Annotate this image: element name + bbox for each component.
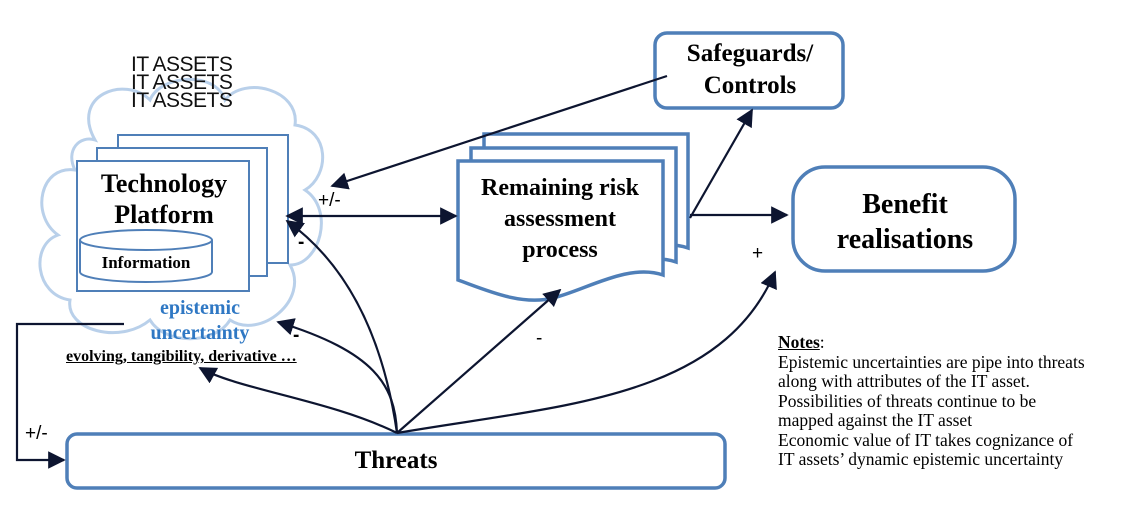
notes-heading-colon: : — [819, 332, 825, 352]
risk-line2: assessment — [504, 206, 616, 232]
notes-heading: Notes — [778, 332, 820, 352]
notes-line: mapped against the IT asset — [778, 410, 973, 430]
threats-box: Threats — [354, 447, 438, 474]
benefit-box: Benefit realisations — [795, 187, 1015, 257]
benefit-line1: Benefit — [862, 189, 948, 220]
safeguards-box: Safeguards/ Controls — [657, 38, 843, 102]
database-icon — [79, 229, 213, 283]
tech-platform-title-line2: Platform — [114, 200, 214, 229]
arrow-threats-to-attributes — [198, 367, 398, 434]
sign-minus-risk: - — [536, 328, 543, 349]
it-assets-label-2: IT ASSETS — [131, 71, 233, 94]
notes-line: Possibilities of threats continue to be — [778, 390, 1037, 411]
notes-line: Economic value of IT takes cognizance of — [778, 429, 1074, 450]
notes-line: IT assets’ dynamic epistemic uncertainty — [778, 449, 1064, 469]
notes-block: Notes: Epistemic uncertainties are pipe … — [778, 332, 1085, 470]
sign-minus-platform: - — [298, 232, 305, 253]
arrow-risk-to-safeguards — [689, 108, 753, 219]
notes-line: along with attributes of the IT asset. — [778, 371, 1030, 391]
cloud-shape — [38, 77, 325, 341]
arrow-threats-to-risk — [396, 288, 562, 434]
risk-process-box: Remaining risk assessment process — [458, 173, 662, 266]
threats-box-shape — [65, 432, 727, 490]
it-assets-label-3: IT ASSETS — [131, 89, 233, 112]
arrow-threats-to-uncertainty — [276, 318, 399, 434]
information-label: Information — [101, 253, 191, 272]
epistemic-line2: uncertainty — [150, 322, 250, 344]
risk-process-pages — [456, 132, 690, 302]
epistemic-line1: epistemic — [160, 297, 240, 319]
safeguards-line1: Safeguards/ — [686, 40, 814, 67]
it-assets-label-1: IT ASSETS — [131, 53, 233, 76]
risk-line3: process — [522, 237, 598, 263]
benefit-box-shape — [791, 165, 1017, 273]
tech-platform-title: Technology Platform — [80, 168, 248, 230]
safeguards-box-shape — [653, 31, 845, 110]
risk-line1: Remaining risk — [480, 175, 639, 201]
arrow-uncertainty-to-threats-loop — [15, 322, 124, 469]
sign-plus-benefit: + — [752, 243, 764, 264]
tech-platform-title-line1: Technology — [100, 169, 228, 198]
arrow-threats-to-benefit — [396, 270, 777, 435]
uncertainty-attributes: evolving, tangibility, derivative … — [66, 348, 297, 365]
arrows — [15, 74, 789, 469]
notes-heading-row: Notes: — [778, 332, 1085, 353]
sign-minus-uncertainty: - — [293, 325, 300, 346]
benefit-line2: realisations — [836, 224, 974, 255]
epistemic-uncertainty-label: epistemic uncertainty — [125, 296, 275, 346]
sign-plus-minus-loop: +/- — [25, 423, 48, 444]
notes-line: Epistemic uncertainties are pipe into th… — [778, 351, 1085, 372]
sign-plus-minus-risk: +/- — [318, 190, 341, 211]
arrow-safeguards-to-platform — [330, 74, 668, 190]
safeguards-line2: Controls — [703, 72, 797, 99]
